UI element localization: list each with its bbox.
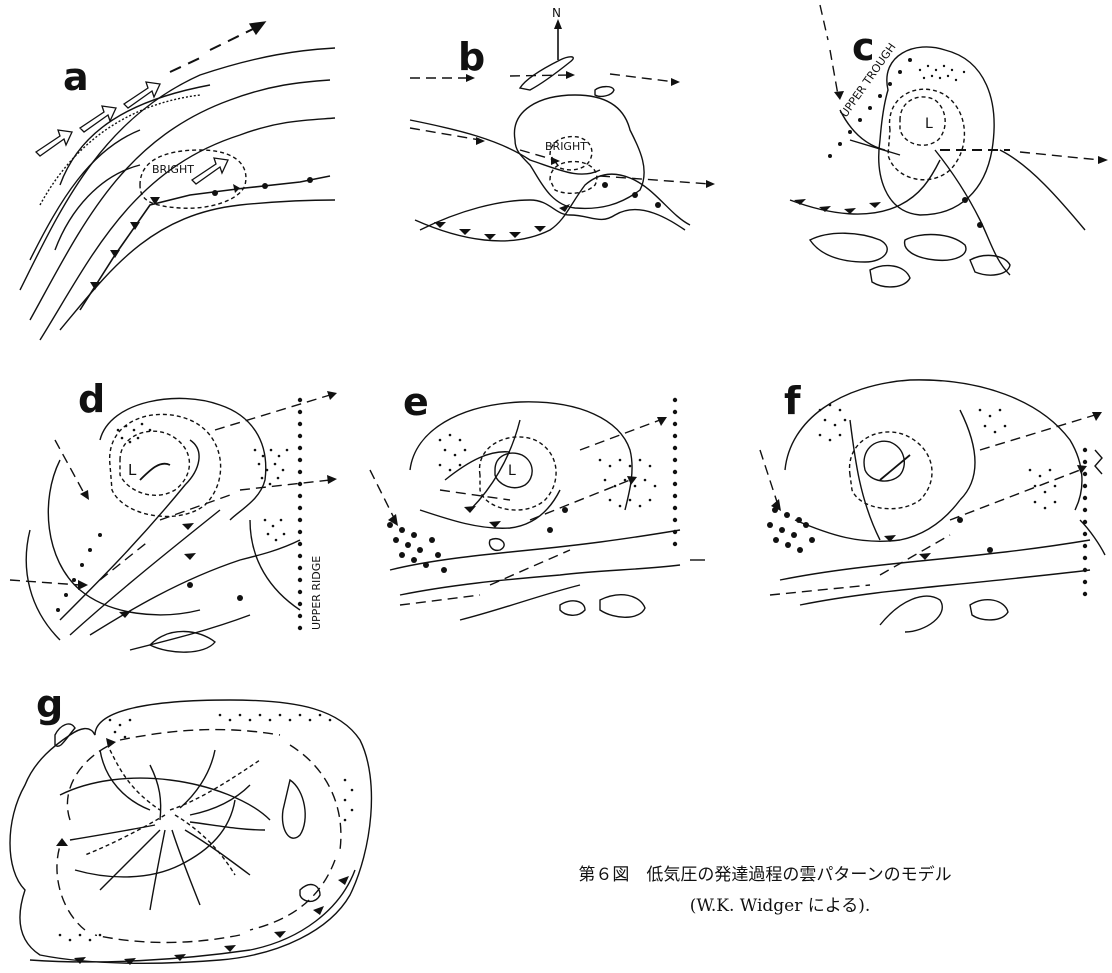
panel-c-diagram: UPPER TROUGH L [770, 0, 1112, 300]
panel-a: BRIGHT a [0, 0, 360, 340]
panel-c-low-label: L [925, 116, 933, 132]
panel-d-low-label: L [128, 461, 137, 479]
panel-c-label: c [852, 28, 875, 66]
panel-a-diagram: BRIGHT [0, 0, 360, 340]
panel-g-stipple [59, 714, 354, 942]
panel-c-stipple [919, 65, 965, 81]
figure-caption-line2: (W.K. Widger による). [470, 891, 1090, 922]
panel-a-label: a [63, 58, 89, 96]
panel-d-ridge-label: UPPER RIDGE [310, 556, 323, 630]
panel-g: g [0, 680, 400, 973]
panel-d-diagram: L UPPER RIDGE [0, 380, 360, 660]
panel-f-label: f [784, 382, 801, 420]
panel-e-low-label: L [508, 463, 516, 479]
figure-caption-line1: 第６図 低気圧の発達過程の雲パターンのモデル [470, 860, 1090, 891]
panel-f: f [750, 370, 1112, 640]
panel-c: UPPER TROUGH L c [770, 0, 1112, 300]
panel-b-label: b [458, 38, 485, 76]
panel-b-diagram: N BRIGHT [400, 0, 720, 280]
panel-d-ridge-dots [56, 398, 302, 630]
panel-e-label: e [403, 383, 429, 421]
figure-caption: 第６図 低気圧の発達過程の雲パターンのモデル (W.K. Widger による)… [470, 860, 1090, 921]
panel-b: N BRIGHT b [400, 0, 720, 280]
panel-f-diagram [750, 370, 1112, 640]
panel-d: L UPPER RIDGE d [0, 380, 360, 660]
panel-a-bright-label: BRIGHT [152, 163, 194, 176]
panel-e-stipple [439, 434, 657, 508]
panel-b-bright-label: BRIGHT [545, 140, 587, 153]
panel-b-north-label: N [552, 6, 561, 20]
panel-g-label: g [36, 685, 63, 723]
panel-d-label: d [78, 380, 105, 418]
panel-e: L e [360, 380, 730, 630]
panel-e-heavy-dots [387, 398, 677, 573]
